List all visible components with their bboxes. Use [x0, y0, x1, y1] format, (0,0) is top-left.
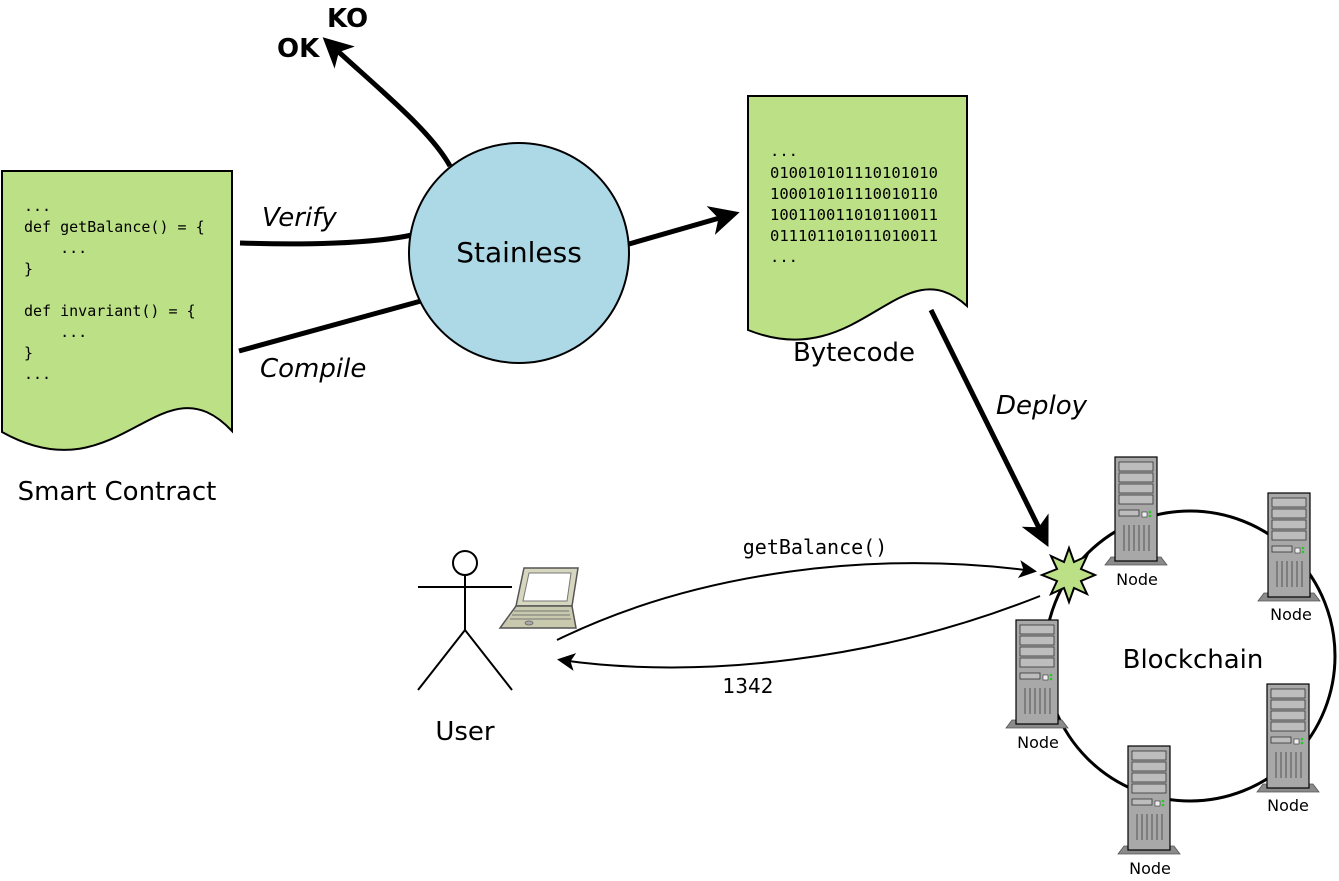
code-line: ...: [24, 197, 51, 215]
code-line: def getBalance() = {: [24, 218, 205, 236]
verify-result-arrow: [322, 37, 453, 168]
node-label: Node: [1116, 570, 1158, 589]
bytecode-code: ... 010010101110101010 10001010111001011…: [770, 142, 938, 266]
bytecode-caption: Bytecode: [793, 338, 915, 368]
code-line: def invariant() = {: [24, 302, 196, 320]
code-line: ...: [770, 142, 798, 160]
code-line: ...: [24, 365, 51, 383]
smart-contract-code: ... def getBalance() = { ... } def invar…: [24, 197, 205, 383]
server-node-icon: [1257, 492, 1321, 602]
node-label: Node: [1129, 859, 1171, 878]
code-line: 010010101110101010: [770, 164, 938, 182]
node-label: Node: [1267, 796, 1309, 815]
laptop-icon: [498, 567, 579, 629]
verify-label: Verify: [262, 203, 337, 233]
bytecode-arrow: [628, 206, 740, 247]
code-line: ...: [770, 248, 798, 266]
blockchain-label: Blockchain: [1123, 645, 1264, 675]
compile-edge: [238, 298, 422, 354]
code-line: }: [24, 344, 33, 362]
user-figure-icon: [417, 550, 513, 691]
code-line: }: [24, 260, 33, 278]
deploy-arrow: [928, 308, 1049, 547]
code-line: 100010101110010110: [770, 185, 938, 203]
node-label: Node: [1270, 605, 1312, 624]
code-line: ...: [24, 323, 87, 341]
server-node-icon: [1104, 456, 1168, 566]
deploy-label: Deploy: [996, 391, 1088, 421]
ko-status-label: KO: [327, 4, 368, 34]
verify-edge: [239, 232, 413, 247]
contract-star-icon: [1039, 545, 1098, 605]
response-arrow: [557, 595, 1041, 671]
bytecode-document: [747, 95, 968, 341]
ok-status-label: OK: [277, 34, 320, 64]
code-line: 011101101011010011: [770, 227, 938, 245]
smart-contract-caption: Smart Contract: [18, 477, 217, 507]
server-node-icon: [1005, 619, 1069, 729]
request-arrow: [556, 560, 1037, 641]
request-label: getBalance(): [743, 535, 888, 559]
compile-label: Compile: [260, 354, 366, 384]
stainless-label: Stainless: [456, 236, 582, 269]
user-label: User: [435, 717, 495, 747]
node-label: Node: [1017, 733, 1059, 752]
response-label: 1342: [723, 674, 774, 698]
code-line: 100110011010110011: [770, 206, 938, 224]
smart-contract-document: [1, 170, 233, 451]
code-line: ...: [24, 239, 87, 257]
stainless-node: [408, 142, 630, 364]
